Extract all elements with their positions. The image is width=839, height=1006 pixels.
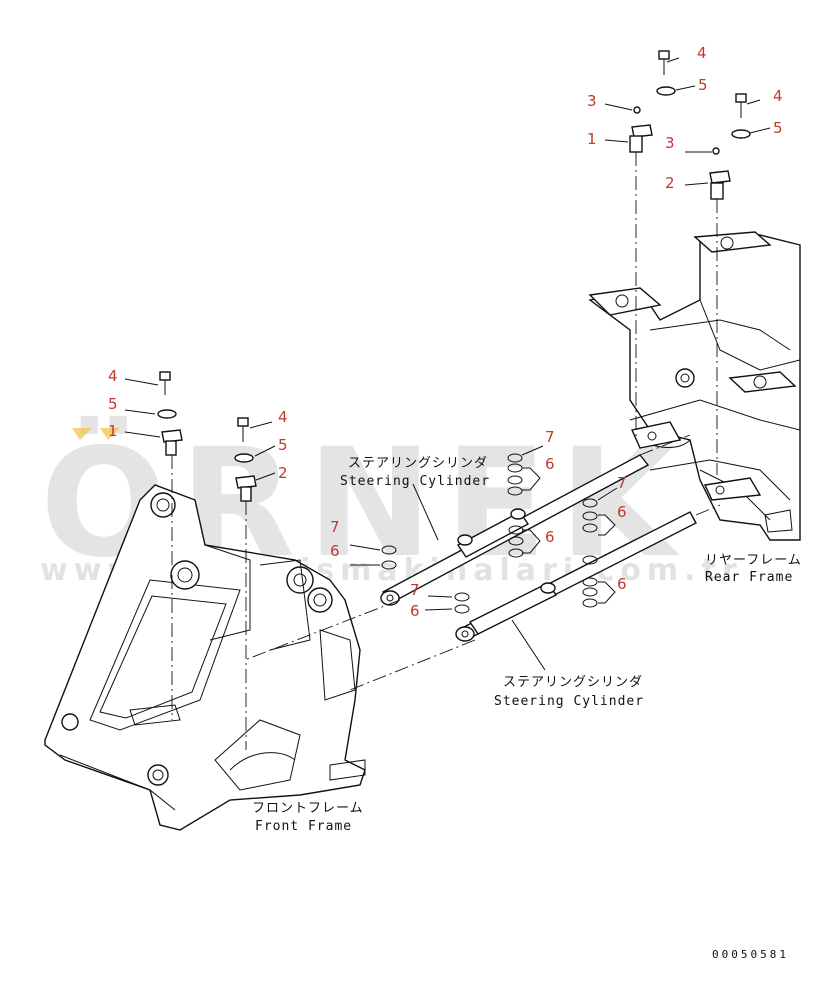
callout-3-rear-left: 3	[587, 92, 597, 110]
callout-6-cyl-upper-b: 6	[545, 528, 555, 546]
callout-3-rear-right: 3	[665, 134, 675, 152]
callout-6-cyl-upper-a: 6	[545, 455, 555, 473]
front-frame	[44, 484, 366, 831]
steering-cylinder-lower-jp: ステアリングシリンダ	[503, 675, 643, 690]
callout-7-front-b: 7	[410, 581, 420, 599]
steering-cylinder-lower-en: Steering Cylinder	[494, 694, 644, 709]
callout-6-cyl-lower-a: 6	[617, 503, 627, 521]
watermark-accent-left	[72, 428, 92, 440]
callouts: 4 5 1 4 5 2 4 5 3 1 4 5 3 2 7 6 6 7 6 6 …	[108, 44, 783, 620]
callout-7-front-a: 7	[330, 518, 340, 536]
callout-2-front-mid: 2	[278, 464, 288, 482]
callout-7-cyl-upper: 7	[545, 428, 555, 446]
callout-1-rear-left: 1	[587, 130, 597, 148]
steering-cylinder-upper	[380, 454, 650, 606]
front-frame-en: Front Frame	[255, 819, 352, 834]
callout-4-rear-left: 4	[697, 44, 707, 62]
callout-6-front-a: 6	[330, 542, 340, 560]
leader-lines	[124, 57, 771, 671]
callout-5-rear-right: 5	[773, 119, 783, 137]
steering-cylinder-upper-jp: ステアリングシリンダ	[348, 456, 488, 471]
callout-5-rear-left: 5	[698, 76, 708, 94]
callout-4-front-left: 4	[108, 367, 118, 385]
callout-7-cyl-lower: 7	[617, 474, 627, 492]
steering-cylinder-lower	[455, 511, 697, 642]
callout-4-front-mid: 4	[278, 408, 288, 426]
callout-4-rear-right: 4	[773, 87, 783, 105]
rear-frame	[588, 231, 801, 541]
steering-cylinder-upper-en: Steering Cylinder	[340, 474, 490, 489]
part-labels: ステアリングシリンダ Steering Cylinder ステアリングシリンダ …	[252, 456, 802, 834]
callout-1-front-left: 1	[108, 422, 118, 440]
rear-frame-jp: リヤーフレーム	[705, 553, 802, 568]
hardware	[157, 50, 751, 614]
watermark-accent-right	[100, 428, 120, 440]
rear-frame-en: Rear Frame	[705, 570, 793, 585]
front-frame-jp: フロントフレーム	[252, 801, 364, 816]
callout-5-front-left: 5	[108, 395, 118, 413]
assembly-lines	[171, 152, 721, 750]
document-number: 00050581	[712, 948, 789, 961]
callout-6-cyl-lower-b: 6	[617, 575, 627, 593]
callout-2-rear-right: 2	[665, 174, 675, 192]
callout-5-front-mid: 5	[278, 436, 288, 454]
callout-6-front-b: 6	[410, 602, 420, 620]
